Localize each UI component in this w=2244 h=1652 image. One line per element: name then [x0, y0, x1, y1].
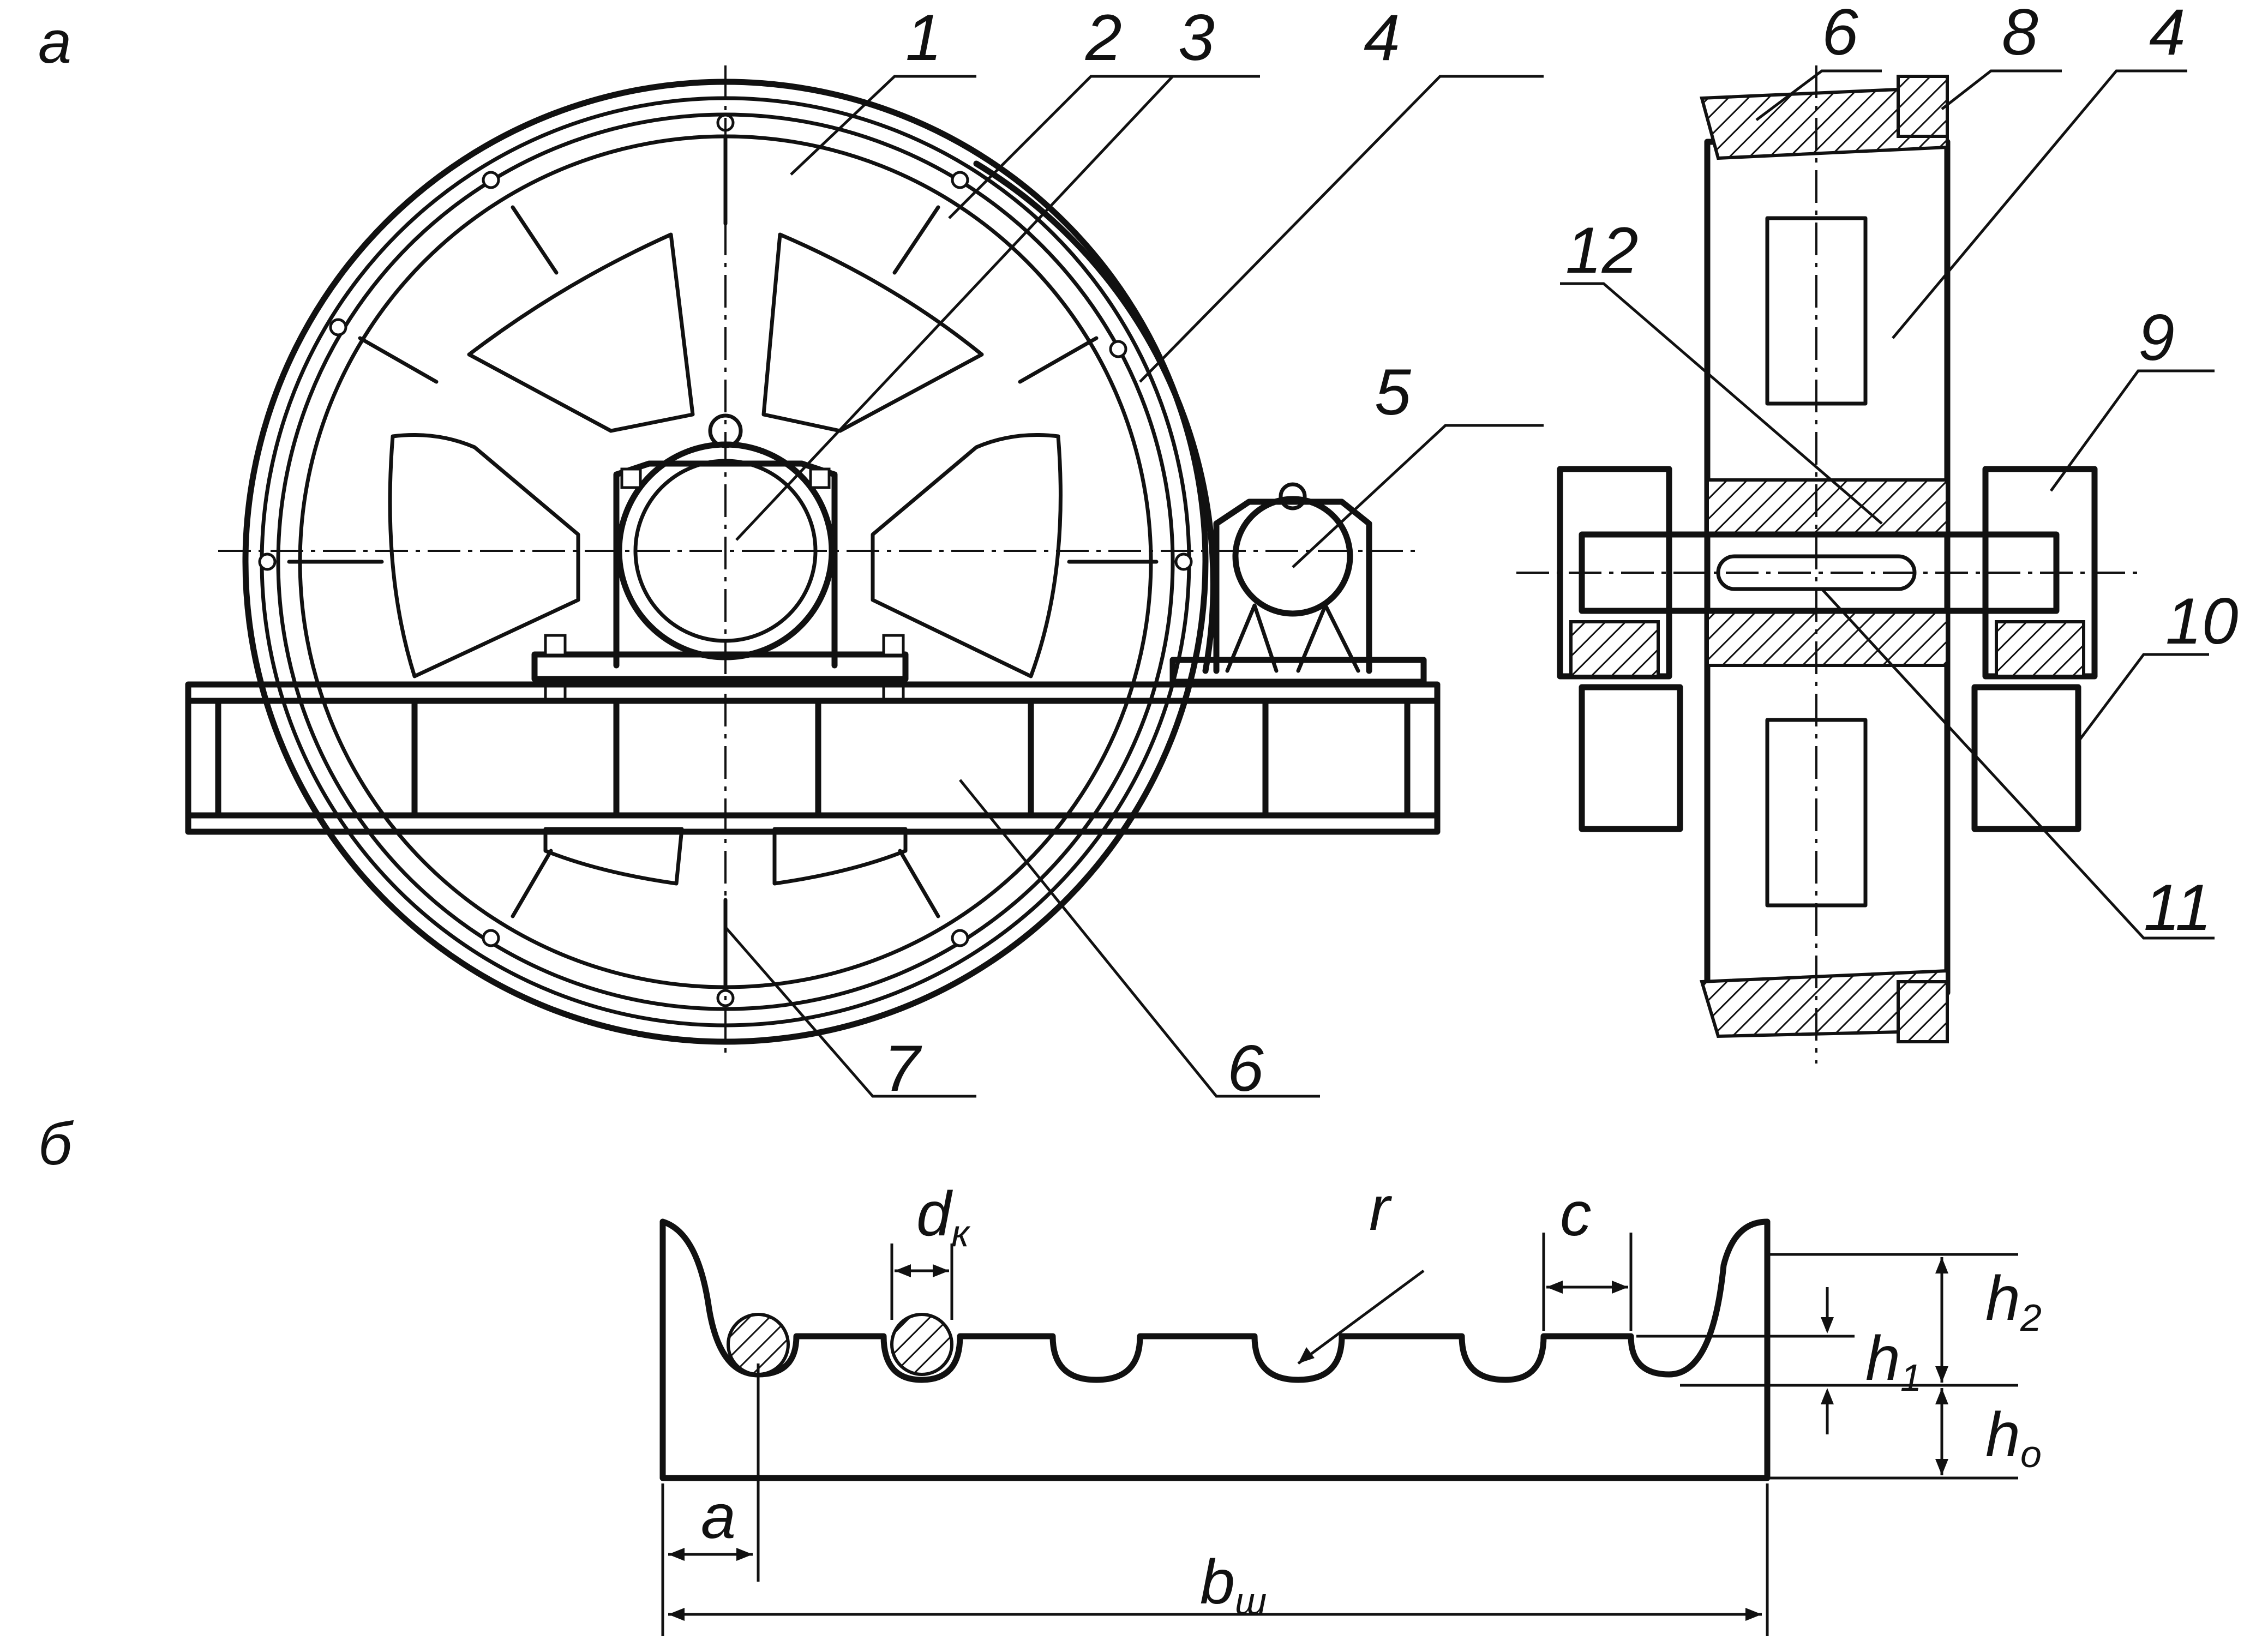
drum-windows [388, 232, 1063, 886]
dimension-lines [661, 1233, 2018, 1636]
dim-ho: ho [1985, 1400, 2042, 1475]
dim-h1: h1 [1865, 1324, 1922, 1399]
callout-5: 5 [1375, 356, 1412, 429]
section-label-a: a [38, 9, 71, 76]
front-view: a 1 2 3 4 5 6 7 [38, 1, 1544, 1105]
dimension-arrowheads [668, 1257, 1948, 1621]
drum-ribs [287, 134, 1159, 989]
dim-dk: dк [916, 1179, 971, 1254]
callout-6: 6 [1227, 1032, 1264, 1105]
dim-r: r [1369, 1174, 1393, 1243]
callout-1: 1 [905, 1, 942, 74]
callout-8: 6 [1822, 0, 1858, 69]
side-section-view: 6 8 4 9 10 11 12 [1516, 0, 2238, 1064]
callout-leaders-side [1560, 69, 2215, 940]
base-frame [185, 681, 1441, 835]
callout-6-side: 10 [2165, 585, 2238, 658]
rim-bolt-holes [258, 113, 1193, 1007]
callout-11: 11 [2144, 871, 2212, 944]
callout-12: 12 [1565, 214, 1638, 287]
callout-4: 4 [1364, 1, 1400, 74]
rope-section-2 [890, 1313, 953, 1376]
main-bearing [531, 413, 909, 703]
callout-10: 9 [2138, 301, 2175, 374]
dim-c: c [1560, 1179, 1592, 1249]
groove-profile [659, 1218, 1771, 1481]
callout-2: 2 [1085, 1, 1122, 74]
callout-9: 4 [2149, 0, 2186, 69]
callout-7: 7 [884, 1032, 922, 1105]
dim-bw: bш [1200, 1547, 1267, 1623]
brake-rim [973, 160, 1216, 674]
callout-3: 3 [1178, 1, 1215, 74]
section-label-b: б [38, 1110, 74, 1178]
callout-leaders-front [724, 75, 1544, 1098]
groove-profile-view: б [38, 1110, 2042, 1636]
dim-a: a [701, 1482, 736, 1552]
dim-h2: h2 [1985, 1264, 2042, 1339]
callout-4-side: 8 [2002, 0, 2038, 69]
